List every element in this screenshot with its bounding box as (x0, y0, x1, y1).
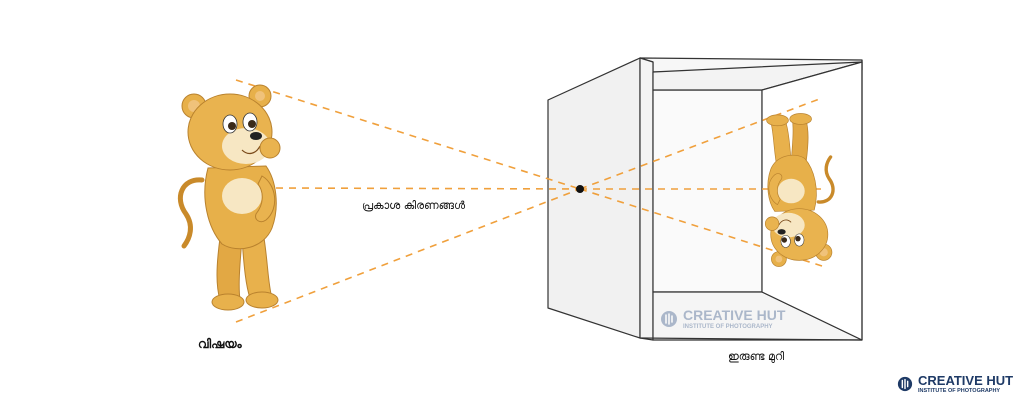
ray-top (235, 79, 581, 190)
brand-title: CREATIVE HUT (918, 373, 1014, 388)
creative-hut-logo-icon (897, 377, 913, 392)
corner-brand-logo: CREATIVE HUT INSTITUTE OF PHOTOGRAPHY (897, 374, 1013, 395)
ray-bottom (235, 188, 581, 323)
ray-bottom-projected (579, 97, 823, 190)
brand-subtitle: INSTITUTE OF PHOTOGRAPHY (918, 388, 1001, 394)
box-back-wall (652, 89, 763, 293)
dark-room-box (547, 57, 863, 341)
light-rays-label: പ്രകാശ കിരണങ്ങൾ (362, 199, 466, 212)
pinhole-icon (576, 185, 584, 193)
inner-watermark: CREATIVE HUT INSTITUTE OF PHOTOGRAPHY (660, 308, 785, 330)
creative-hut-logo-icon (661, 311, 677, 327)
dark-room-label: ഇരുണ്ട മുറി (728, 350, 785, 363)
box-front-face (547, 57, 641, 339)
watermark-subtitle: INSTITUTE OF PHOTOGRAPHY (683, 324, 773, 330)
subject-label: വിഷയം (198, 337, 242, 351)
watermark-title: CREATIVE HUT (683, 307, 786, 323)
lion-cub-icon (178, 84, 281, 311)
inverted-lion-cub-icon (764, 113, 835, 267)
box-left-frame (639, 57, 654, 341)
ray-middle (275, 187, 581, 190)
